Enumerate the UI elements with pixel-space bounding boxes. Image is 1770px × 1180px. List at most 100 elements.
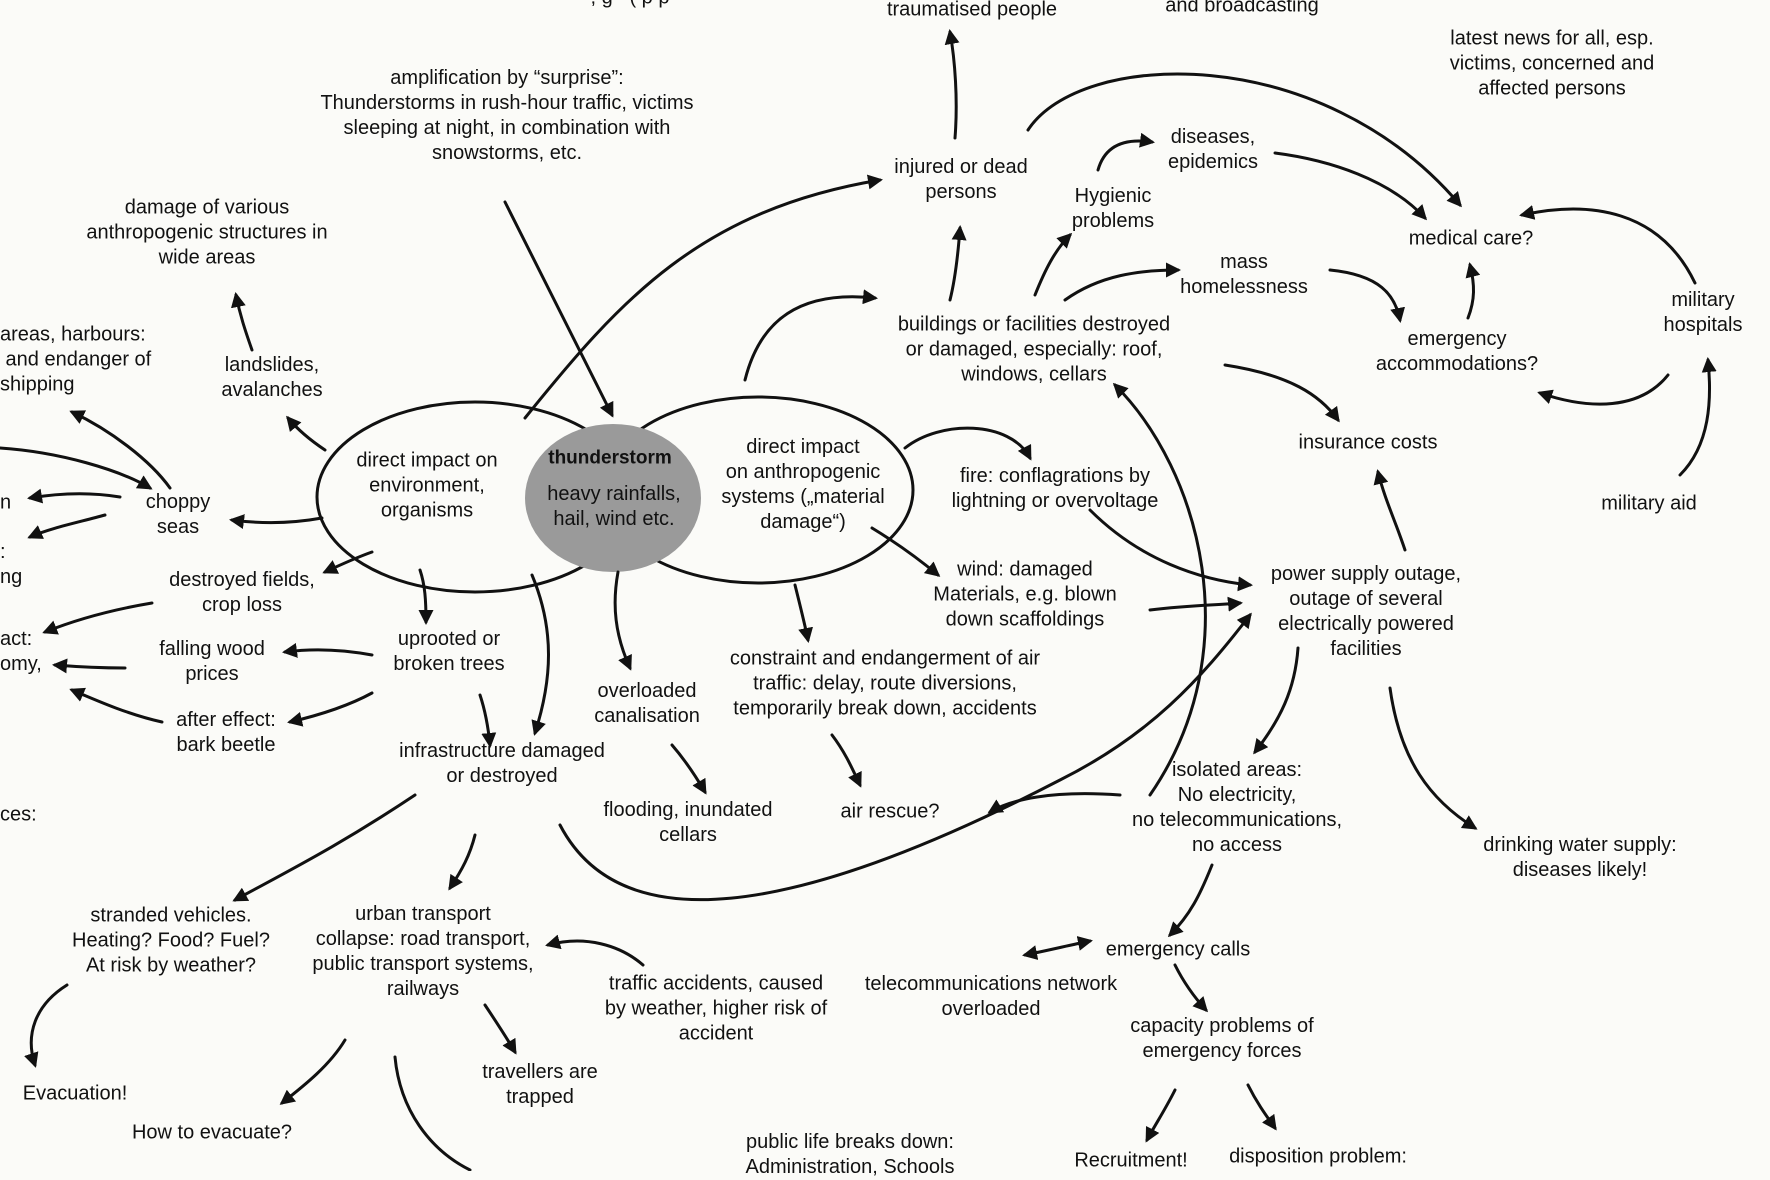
arrow-env-fields <box>322 550 374 574</box>
node-areas-harbours: areas, harbours: and endanger of shippin… <box>0 323 152 396</box>
node-flooding: flooding, inundated cellars <box>603 799 773 846</box>
cut-text-n: n <box>0 491 12 514</box>
node-recruitment: Recruitment! <box>1074 1149 1188 1172</box>
arrow-fire-power <box>1088 508 1253 592</box>
arrow-urban-travellers <box>483 1003 517 1055</box>
arrow-buildings-hygienic <box>1033 232 1073 297</box>
node-evacuation: Evacuation! <box>22 1082 128 1105</box>
node-falling-wood: falling wood prices <box>159 638 265 685</box>
arrow-homelessness-emergency <box>1328 268 1405 323</box>
arrow-urban-evacuate <box>279 1038 347 1105</box>
node-military-hospitals: military hospitals <box>1663 289 1743 336</box>
cut-text-ng: : ng <box>0 541 23 588</box>
arrow-env-injured <box>523 174 883 420</box>
arrow-uprooted-infrastructure <box>478 693 497 748</box>
arrow-buildings-injured <box>948 225 967 302</box>
arrow-uprooted-wood <box>282 642 374 658</box>
node-amplification: amplification by “surprise”: Thunderstor… <box>320 67 694 164</box>
node-emergency-calls: emergency calls <box>1105 938 1251 961</box>
cut-text-ces: ces: <box>0 803 37 826</box>
thunderstorm-core-ellipse <box>525 424 701 572</box>
node-power-supply: power supply outage, outage of several e… <box>1270 563 1462 660</box>
node-latest-news: latest news for all, esp. victims, conce… <box>1449 27 1655 100</box>
arrow-env-choppy <box>229 514 324 529</box>
arrow-capacity-disposition <box>1246 1083 1277 1131</box>
arrow-uprooted-aftereffect <box>287 691 374 727</box>
arrow-buildings-homelessness <box>1063 262 1181 302</box>
node-air-rescue: air rescue? <box>840 800 940 823</box>
arrow-isolated-buildings <box>1112 382 1207 797</box>
arrow-stranded-evacuation <box>24 983 69 1068</box>
node-medical: medical care? <box>1408 227 1534 250</box>
arrow-isolated-infrastructure <box>987 792 1122 814</box>
node-buildings: buildings or facilities destroyed or dam… <box>897 313 1171 386</box>
node-damage-various: damage of various anthropogenic structur… <box>86 196 328 269</box>
node-capacity: capacity problems of emergency forces <box>1130 1015 1314 1062</box>
node-wind: wind: damaged Materials, e.g. blown down… <box>933 558 1117 631</box>
arrow-anthro-buildings <box>743 289 878 382</box>
node-hygienic: Hygienic problems <box>1071 185 1155 232</box>
arrow-infrastructure-stranded <box>232 793 417 902</box>
arrow-hospitals-medical <box>1519 205 1697 285</box>
arrow-choppy-harbours <box>69 410 172 490</box>
node-direct-environment: direct impact on environment, organisms <box>356 449 498 522</box>
node-landslides: landslides, avalanches <box>221 354 323 401</box>
node-military-aid: military aid <box>1601 492 1697 515</box>
top-cut-text: , g ( p p <box>591 0 670 11</box>
node-telecom: telecommunications network overloaded <box>864 973 1118 1020</box>
node-public-life: public life breaks down: Administration,… <box>745 1131 955 1178</box>
node-stranded: stranded vehicles. Heating? Food? Fuel? … <box>72 904 270 977</box>
arrow-buildings-insurance <box>1223 363 1340 423</box>
arrow-canalisation-flooding <box>670 743 707 795</box>
arrow-isolated-calls <box>1167 863 1214 938</box>
arrow-calls-telecom <box>1022 935 1093 961</box>
node-after-effect: after effect: bark beetle <box>176 709 276 756</box>
arrow-infrastructure-power <box>558 612 1252 902</box>
node-disposition: disposition problem: <box>1229 1145 1407 1168</box>
arrow-choppy-left1 <box>27 488 122 504</box>
arrow-power-drinking <box>1388 686 1478 830</box>
arrow-aftereffect-left <box>69 687 164 724</box>
arrow-wood-left <box>52 658 127 674</box>
arrow-constraint-airrescue <box>830 733 862 788</box>
node-diseases: diseases, epidemics <box>1167 126 1259 173</box>
arrow-env-landslides <box>286 415 327 452</box>
arrow-anthro-constraint <box>793 583 814 643</box>
node-injured: injured or dead persons <box>894 156 1028 203</box>
arrow-urban-down <box>393 1055 472 1171</box>
arrow-anthro-fire <box>903 426 1032 461</box>
arrow-env-uprooted <box>418 568 434 625</box>
node-emergency-accommodations: emergency accommodations? <box>1375 328 1539 375</box>
node-broadcasting: and broadcasting <box>1165 0 1319 17</box>
node-uprooted: uprooted or broken trees <box>393 628 505 675</box>
arrow-core-canalisation <box>613 570 632 671</box>
arrow-landslides-damage <box>231 292 254 352</box>
node-urban-transport: urban transport collapse: road transport… <box>312 903 534 1000</box>
arrow-power-isolated <box>1253 646 1300 755</box>
node-travellers: travellers are trapped <box>482 1061 598 1108</box>
arrow-choppy-left2 <box>27 513 107 539</box>
node-destroyed-fields: destroyed fields, crop loss <box>169 569 315 616</box>
arrow-diseases-medical <box>1273 151 1428 221</box>
arrow-power-insurance <box>1373 469 1407 552</box>
node-direct-anthropogenic: direct impact on anthropogenic systems (… <box>721 436 885 533</box>
arrow-hospitals-emergency <box>1537 373 1670 406</box>
arrow-amplification-core <box>503 200 614 418</box>
cut-text-act: act: omy, <box>0 628 42 675</box>
node-traffic-accidents: traffic accidents, caused by weather, hi… <box>604 972 828 1045</box>
arrow-infrastructure-urban <box>448 833 477 891</box>
node-fire: fire: conflagrations by lightning or ove… <box>951 465 1159 512</box>
node-insurance: insurance costs <box>1298 431 1438 454</box>
node-traumatised: traumatised people <box>886 0 1058 21</box>
core-subtitle: heavy rainfalls, hail, wind etc. <box>547 483 681 530</box>
node-overloaded-canalisation: overloaded canalisation <box>594 680 700 727</box>
arrow-injured-medical <box>1026 72 1462 208</box>
arrow-wind-power <box>1148 596 1243 612</box>
node-infrastructure: infrastructure damaged or destroyed <box>399 740 605 787</box>
arrow-calls-capacity <box>1173 963 1209 1013</box>
arrow-emergency-medical <box>1465 262 1481 320</box>
node-constraint-air: constraint and endangerment of air traff… <box>729 647 1041 720</box>
node-isolated: isolated areas: No electricity, no telec… <box>1131 759 1343 856</box>
arrow-anthro-wind <box>870 526 941 577</box>
arrow-offscreen-choppy <box>0 446 153 490</box>
